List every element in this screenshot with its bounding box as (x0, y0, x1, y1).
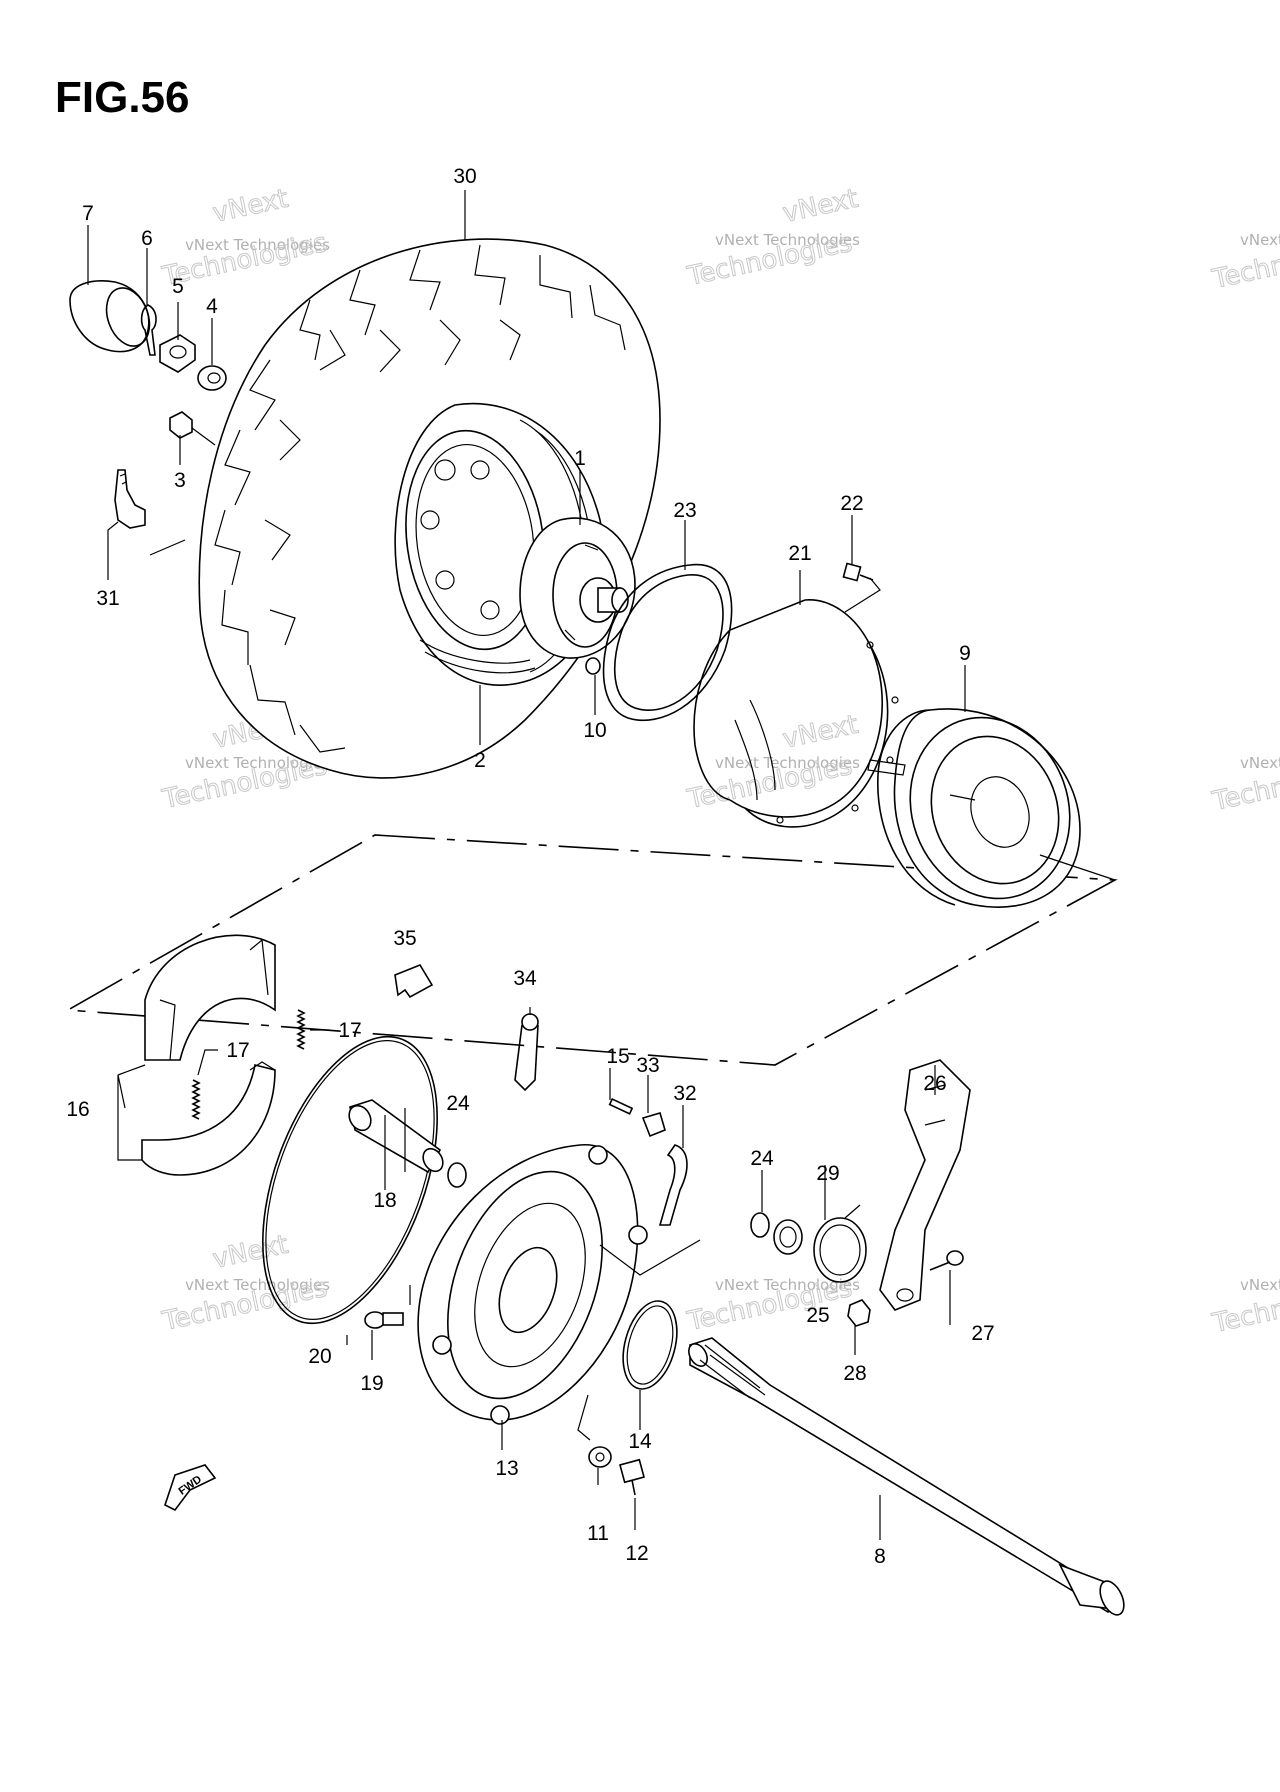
watermark-text: vNext (210, 1230, 291, 1275)
part-31-valve (114, 469, 186, 556)
leader-line (1039, 854, 1116, 881)
callout-25: 25 (806, 1304, 829, 1327)
watermark: vNext vNext Technologies Technologies (159, 1229, 331, 1337)
part-8-axle (688, 1337, 1125, 1616)
callout-15: 15 (606, 1045, 629, 1068)
watermark-text: vNext (780, 184, 861, 229)
part-19-bolt (364, 1285, 411, 1329)
part-35-clip (394, 964, 434, 999)
watermark-text: vNext Technologies (185, 236, 330, 254)
part-26-brake-arm (879, 1059, 971, 1311)
watermark: vNext vNext Technologies Technologies (684, 709, 862, 815)
callout-17b: 17 (226, 1039, 249, 1062)
part-5-castle-nut (159, 334, 196, 373)
part-9-brake-drum (867, 708, 1081, 908)
watermark: vNext Technologies Technologies (1209, 1274, 1280, 1339)
watermark-text: vNext Technologies (715, 754, 860, 772)
part-24-o-ring (447, 1162, 770, 1238)
callout-4: 4 (206, 295, 218, 318)
callout-21: 21 (788, 542, 811, 565)
part-13-brake-panel (417, 1144, 701, 1425)
watermark-text: vNext Technologies (185, 1276, 330, 1294)
watermark: vNext Technologies Technologies (1209, 752, 1280, 817)
part-33-clamp (641, 1112, 666, 1138)
callout-14: 14 (628, 1430, 652, 1453)
brake-assembly-outline (65, 834, 1118, 1066)
callout-24b: 24 (750, 1147, 774, 1170)
part-34-lever (514, 1007, 539, 1092)
part-28-nut (847, 1299, 871, 1327)
callout-labels: 30 7 6 5 4 3 31 1 2 10 23 21 22 9 35 34 … (66, 165, 994, 1568)
part-27-bolt (929, 1250, 964, 1271)
callout-30: 30 (453, 165, 476, 188)
watermark: vNext vNext Technologies Technologies (159, 183, 331, 292)
callout-5: 5 (172, 275, 184, 298)
part-17-spring (191, 1009, 306, 1120)
part-15-pin (608, 1097, 634, 1115)
part-29-return-spring (813, 1204, 867, 1283)
watermark-text: vNext Technologies (185, 754, 330, 772)
part-16-brake-shoes (141, 934, 276, 1176)
watermark-text: vNext Technologies (1240, 1276, 1280, 1294)
callout-12: 12 (625, 1542, 648, 1565)
watermark-text: vNext Technologies (715, 1276, 860, 1294)
leader-lines (87, 190, 966, 1540)
callout-18: 18 (373, 1189, 396, 1212)
part-4-washer (197, 365, 227, 391)
watermark-text: vNext Technologies (715, 231, 860, 249)
callout-13: 13 (495, 1457, 518, 1480)
watermark-text: vNext Technologies (1240, 231, 1280, 249)
part-1-hub (519, 517, 636, 659)
callout-33: 33 (636, 1054, 659, 1077)
callout-6: 6 (141, 227, 153, 250)
callout-29: 29 (816, 1162, 839, 1185)
part-6-cotter-pin (140, 304, 157, 356)
callout-10: 10 (583, 719, 606, 742)
callout-31: 31 (96, 587, 119, 610)
part-3-nut (169, 411, 216, 446)
watermark: vNext Technologies Technologies (684, 1272, 860, 1337)
part-32-hose (658, 1144, 688, 1226)
callout-8: 8 (874, 1545, 886, 1568)
callout-9: 9 (959, 642, 971, 665)
part-22-bolt (842, 562, 881, 613)
callout-27: 27 (971, 1322, 994, 1345)
callout-22: 22 (840, 492, 863, 515)
watermark-text: vNext Technologies (1240, 754, 1280, 772)
part-11-washer (588, 1446, 612, 1468)
part-10-o-ring (585, 657, 601, 675)
callout-11: 11 (587, 1522, 609, 1545)
part-14-o-ring (622, 1300, 678, 1390)
callout-34: 34 (513, 967, 537, 990)
callout-28: 28 (843, 1362, 866, 1385)
callout-3: 3 (174, 469, 186, 492)
part-20-o-ring-large (262, 1035, 438, 1325)
watermark-text: vNext (780, 710, 861, 755)
part-23-seal (602, 563, 733, 722)
part-18-cam-shaft (348, 1099, 444, 1174)
figure-title: FIG.56 (55, 73, 190, 122)
callout-35: 35 (393, 927, 416, 950)
callout-19: 19 (360, 1372, 383, 1395)
callout-20: 20 (308, 1345, 331, 1368)
watermark-text: vNext (210, 184, 291, 229)
forward-direction-badge: FWD (164, 1464, 217, 1512)
watermark: vNext vNext Technologies Technologies (684, 183, 862, 292)
callout-1: 1 (574, 447, 586, 470)
part-21-cover (693, 599, 899, 828)
callout-24a: 24 (446, 1092, 470, 1115)
callout-2: 2 (474, 749, 486, 772)
callout-17a: 17 (338, 1019, 361, 1042)
part-12-bolt (619, 1458, 645, 1496)
callout-7: 7 (82, 202, 94, 225)
callout-16: 16 (66, 1098, 89, 1121)
callout-23: 23 (673, 499, 696, 522)
part-7-cap (69, 280, 151, 353)
callout-32: 32 (673, 1082, 696, 1105)
watermark: vNext Technologies Technologies (1209, 230, 1280, 295)
part-25-washer (773, 1219, 803, 1255)
callout-26: 26 (923, 1072, 946, 1095)
